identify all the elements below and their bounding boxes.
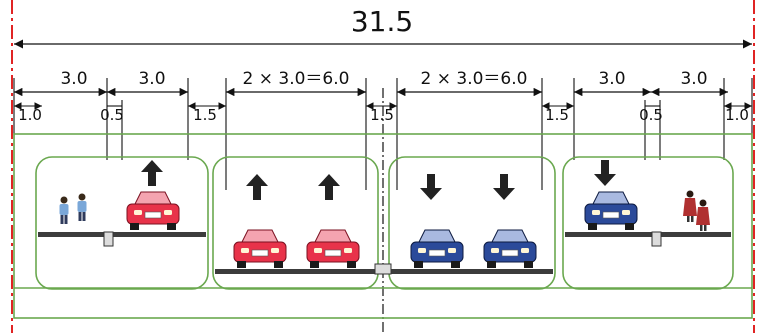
left-main-box xyxy=(212,156,379,290)
small-label-6: 0.5 xyxy=(639,106,663,124)
curbs xyxy=(103,231,662,275)
segment-label-2: 3.0 xyxy=(138,69,165,89)
car-icon xyxy=(306,229,360,269)
upper-dimension-row: 3.0 3.0 2 × 3.0＝6.0 2 × 3.0＝6.0 3.0 3.0 xyxy=(13,69,728,97)
pedestrian-icon xyxy=(683,190,697,222)
arrow-down-icon xyxy=(493,174,515,200)
small-label-4: 1.5 xyxy=(370,106,394,124)
car-icon xyxy=(483,229,537,269)
arrow-down-icon xyxy=(420,174,442,200)
pedestrian-icon xyxy=(696,199,710,231)
segment-label-6: 3.0 xyxy=(680,69,707,89)
small-label-7: 1.0 xyxy=(725,106,749,124)
car-icon xyxy=(584,191,638,231)
arrow-up-icon xyxy=(318,174,340,200)
segment-label-4: 2 × 3.0＝6.0 xyxy=(421,69,528,89)
small-label-5: 1.5 xyxy=(545,106,569,124)
segment-label-1: 3.0 xyxy=(60,69,87,89)
road-surfaces xyxy=(38,232,731,274)
small-label-1: 1.0 xyxy=(18,106,42,124)
car-icon xyxy=(233,229,287,269)
small-label-3: 1.5 xyxy=(193,106,217,124)
pedestrian-icon xyxy=(77,193,87,221)
right-side-box xyxy=(562,156,734,290)
green-frame xyxy=(13,133,753,319)
right-main-box xyxy=(388,156,556,290)
left-side-box xyxy=(35,156,209,290)
lower-dimension-row: 1.0 0.5 1.5 1.5 1.5 0.5 1.0 xyxy=(14,102,752,124)
segment-label-3: 2 × 3.0＝6.0 xyxy=(243,69,350,89)
arrow-down-icon xyxy=(594,160,616,186)
segment-label-5: 3.0 xyxy=(598,69,625,89)
arrow-up-icon xyxy=(246,174,268,200)
arrow-up-icon xyxy=(141,160,163,186)
car-icon xyxy=(410,229,464,269)
small-label-2: 0.5 xyxy=(100,106,124,124)
car-icon xyxy=(126,191,180,231)
pedestrian-icon xyxy=(59,196,69,224)
total-width-label: 31.5 xyxy=(351,5,413,38)
